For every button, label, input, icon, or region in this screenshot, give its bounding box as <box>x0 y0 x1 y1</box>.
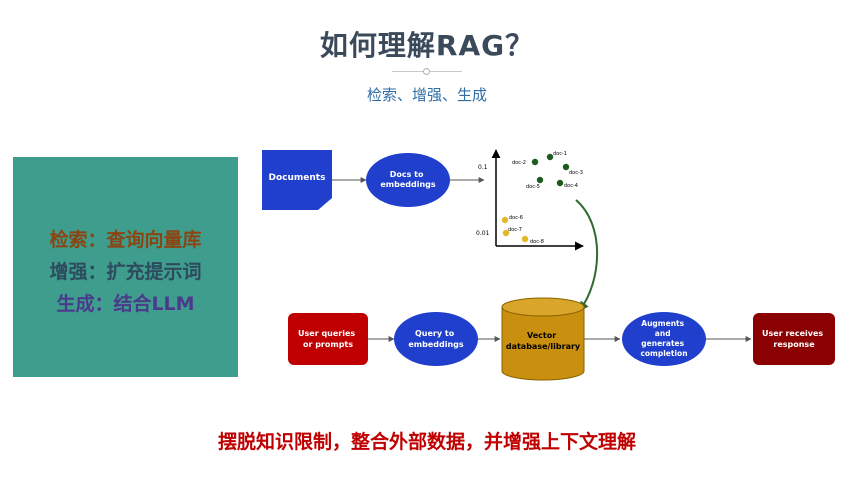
augments-line2: and <box>655 329 671 338</box>
augments-node: Augments and generates completion <box>622 312 706 366</box>
label-doc-5: doc-5 <box>526 184 540 190</box>
plot-tick-bottom: 0.01 <box>476 230 490 237</box>
user-receives-line2: response <box>773 340 815 349</box>
point-doc-8 <box>521 235 529 243</box>
docs-embeddings-node: Docs to embeddings <box>366 153 450 207</box>
point-doc-4 <box>556 179 564 187</box>
summary-panel: 检索：查询向量库 增强：扩充提示词 生成：结合LLM <box>13 157 238 377</box>
label-doc-8: doc-8 <box>530 239 544 245</box>
user-queries-line2: or prompts <box>303 340 353 349</box>
label-doc-3: doc-3 <box>569 170 583 176</box>
plot-tick-top: 0.1 <box>478 164 488 171</box>
docs-embeddings-line2: embeddings <box>380 180 436 189</box>
documents-node: Documents <box>262 150 332 210</box>
page-title: 如何理解RAG？ <box>319 29 535 62</box>
label-doc-6: doc-6 <box>509 215 523 221</box>
point-doc-2 <box>531 158 539 166</box>
documents-label: Documents <box>269 173 326 183</box>
user-queries-node: User queries or prompts <box>288 313 368 365</box>
summary-augment: 增强：扩充提示词 <box>49 261 202 283</box>
user-receives-node: User receives response <box>753 313 835 365</box>
vector-db-line2: database/library <box>506 342 581 351</box>
svg-text:Vector database/library: Vector database/library <box>506 331 581 351</box>
vector-db-node: Vector database/library <box>501 297 585 381</box>
query-embeddings-line2: embeddings <box>408 340 464 349</box>
augments-line3: generates <box>641 339 684 348</box>
svg-text:User queries or prompts: User queries or prompts <box>298 329 358 349</box>
point-doc-3 <box>562 163 570 171</box>
user-queries-line1: User queries <box>298 329 355 338</box>
label-doc-7: doc-7 <box>508 227 522 233</box>
augments-line4: completion <box>640 349 687 358</box>
point-doc-5 <box>536 176 544 184</box>
title-divider-dot <box>423 68 430 75</box>
summary-generate: 生成：结合LLM <box>56 293 195 315</box>
page-subtitle: 检索、增强、生成 <box>366 86 487 104</box>
label-doc-1: doc-1 <box>553 151 567 157</box>
svg-text:User receives response: User receives response <box>762 329 826 349</box>
label-doc-2: doc-2 <box>512 160 526 166</box>
svg-text:Augments and gener: Augments and generates completion <box>640 319 687 358</box>
vector-db-line1: Vector <box>527 331 556 340</box>
arrow-plot-to-db <box>575 199 599 312</box>
query-embeddings-line1: Query to <box>415 329 455 338</box>
user-receives-line1: User receives <box>762 329 823 338</box>
augments-line1: Augments <box>641 319 684 328</box>
summary-retrieve: 检索：查询向量库 <box>49 229 202 251</box>
svg-text:Docs to embeddings: Docs to embeddings <box>380 170 436 189</box>
label-doc-4: doc-4 <box>564 183 578 189</box>
embedding-plot: 0.1 0.01 doc-1 doc-2 doc-3 doc-4 doc-5 d… <box>476 149 584 251</box>
bottom-summary: 摆脱知识限制，整合外部数据，并增强上下文理解 <box>217 431 636 453</box>
point-doc-1 <box>546 153 554 161</box>
svg-text:Query to embeddings: Query to embeddings <box>408 329 464 349</box>
docs-embeddings-line1: Docs to <box>390 170 424 179</box>
point-doc-7 <box>502 229 510 237</box>
point-doc-6 <box>501 216 509 224</box>
query-embeddings-node: Query to embeddings <box>394 312 478 366</box>
